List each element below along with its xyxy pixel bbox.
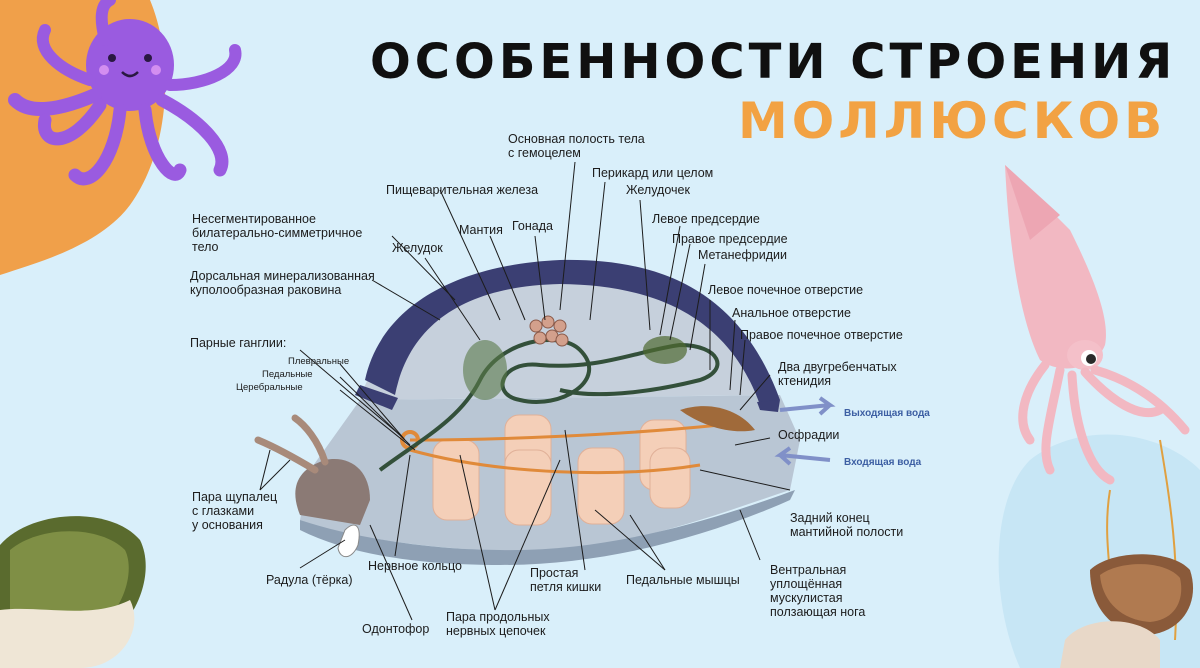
tentacle-left (254, 436, 319, 474)
label-body-cavity: Основная полость тела с гемоцелем (508, 132, 645, 160)
label-shell: Дорсальная минерализованная куполообразн… (190, 269, 375, 297)
nerve-cord-2 (409, 448, 701, 475)
label-odontophore: Одонтофор (362, 622, 430, 636)
heart-shape (643, 336, 687, 364)
gonad-shape (529, 315, 569, 347)
label-metanephridia: Метанефридии (698, 248, 787, 262)
radula-shape (337, 524, 360, 558)
label-left-renal-opening: Левое почечное отверстие (708, 283, 864, 297)
label-radula: Радула (тёрка) (266, 573, 353, 587)
head (295, 459, 370, 525)
label-nerve-cords: Пара продольных нервных цепочек (446, 610, 550, 638)
shell-illustration (0, 516, 146, 668)
label-digestive-gland: Пищеварительная железа (386, 183, 539, 197)
label-pedal-muscles: Педальные мышцы (626, 573, 740, 587)
label-tentacles: Пара щупалец с глазками у основания (192, 490, 278, 532)
label-right-atrium: Правое предсердие (672, 232, 788, 246)
label-stomach: Желудок (392, 241, 443, 255)
label-left-atrium: Левое предсердие (652, 212, 760, 226)
leader-lines (259, 161, 791, 621)
label-ventricle: Желудочек (626, 183, 690, 197)
page-title: ОСОБЕННОСТИ СТРОЕНИЯ (370, 34, 1177, 90)
label-cerebral: Церебральные (236, 382, 303, 393)
label-osphradia: Осфрадии (778, 428, 840, 442)
label-anal-opening: Анальное отверстие (732, 306, 851, 320)
label-mantle: Мантия (459, 223, 503, 237)
label-nonsegmented-body: Несегментированное билатерально-симметри… (192, 212, 363, 254)
shell-dome (365, 259, 780, 405)
outgoing-water-arrow (779, 396, 836, 416)
tentacle-right (291, 414, 329, 466)
label-right-renal-opening: Правое почечное отверстие (740, 328, 903, 342)
label-ctenidia: Два двугребенчатых ктенидия (778, 360, 897, 388)
label-foot: Вентральная уплощённая мускулистая полза… (770, 563, 866, 619)
label-gonad: Гонада (512, 219, 553, 233)
label-nerve-ring: Нервное кольцо (368, 559, 462, 573)
nerve-cord-1 (409, 423, 721, 442)
label-pleural: Плевральные (288, 356, 350, 367)
stomach-shape (463, 340, 507, 400)
label-pericardium: Перикард или целом (592, 166, 714, 180)
page-subtitle: МОЛЛЮСКОВ (738, 92, 1167, 150)
clam-illustration (1060, 554, 1194, 668)
mollusc-diagram (254, 259, 836, 565)
incoming-water-arrow (774, 446, 831, 466)
octopus-illustration (8, 0, 242, 186)
label-incoming-water: Входящая вода (844, 457, 922, 468)
label-pedal: Педальные (262, 369, 313, 380)
ctenidia-shape (680, 406, 755, 432)
foot-sole (300, 490, 795, 565)
pedal-muscles-shapes (432, 414, 691, 526)
label-outgoing-water: Выходящая вода (844, 408, 930, 419)
label-mantle-cavity-end: Задний конец мантийной полости (790, 511, 904, 539)
label-intestine-loop: Простая петля кишки (530, 566, 602, 594)
label-paired-ganglia: Парные ганглии: (190, 336, 287, 350)
squid-illustration (1005, 165, 1190, 651)
